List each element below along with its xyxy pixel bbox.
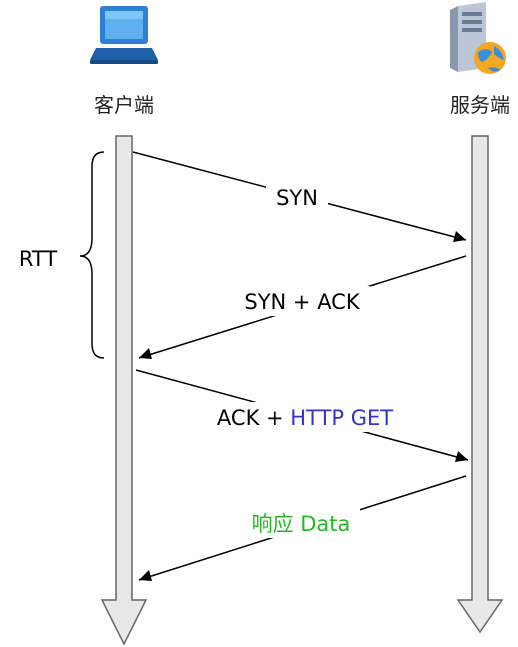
- arrowhead-ack-http-get: [455, 451, 468, 462]
- rtt-brace: [79, 151, 105, 359]
- arrowhead-response-data: [139, 570, 152, 581]
- message-label-ack-http-get: ACK + HTTP GET: [217, 406, 393, 430]
- message-label-response-data-part-0: 响应 Data: [252, 512, 351, 536]
- server-label: 服务端: [450, 93, 510, 117]
- message-label-syn-ack-part-0: SYN + ACK: [244, 290, 360, 314]
- laptop-computer-icon: [90, 6, 158, 64]
- message-label-ack-http-get-part-0: ACK +: [217, 406, 290, 430]
- arrowhead-syn-ack: [139, 348, 152, 359]
- server-lifeline: [456, 135, 504, 634]
- rtt-label: RTT: [19, 247, 58, 271]
- message-label-ack-http-get-part-1: HTTP GET: [290, 406, 393, 430]
- message-label-syn-part-0: SYN: [276, 186, 318, 210]
- message-label-response-data: 响应 Data: [252, 512, 351, 536]
- client-lifeline: [100, 135, 148, 646]
- message-label-syn-ack: SYN + ACK: [244, 290, 360, 314]
- arrowhead-syn: [453, 231, 466, 242]
- server-globe-icon: [450, 2, 506, 74]
- client-label: 客户端: [94, 93, 154, 117]
- message-label-syn: SYN: [276, 186, 318, 210]
